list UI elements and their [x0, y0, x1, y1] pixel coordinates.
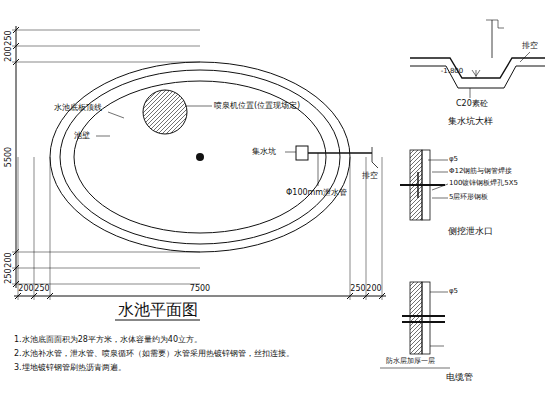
leader-label: 水池底板顶线 — [54, 104, 102, 113]
leader-label: Φ12钢筋与钢管焊接 — [449, 168, 512, 176]
dimension: 250 — [34, 285, 49, 294]
drawing-title: 水池平面图 — [118, 301, 198, 319]
leader-label: 防水层加厚一层 — [386, 358, 435, 366]
dimension: 7500 — [190, 285, 210, 294]
leader-label: 喷泉机位置(位置现场定) — [214, 102, 300, 111]
leader-label: 排空 — [522, 42, 538, 51]
note: 1.水池底面面积为28平方米，水体容量约为40立方。 — [14, 336, 202, 345]
leader-label: C20素砼 — [456, 100, 488, 109]
leader-label: φ5 — [449, 288, 458, 296]
detail-title: 集水坑大样 — [448, 117, 493, 127]
note: 3.埋地镀锌钢管刷热沥青两遍。 — [14, 364, 126, 373]
leader-label: 排空 — [362, 172, 378, 181]
dimension: 5500 — [5, 147, 14, 167]
detail-title: 电缆管 — [446, 373, 473, 383]
dimension: 200 — [18, 285, 33, 294]
dimension: 200 — [5, 46, 14, 61]
leader-label: 100镀锌钢板焊孔5X5 — [449, 180, 518, 188]
elevation: -1.800 — [441, 68, 464, 76]
leader-label: 池壁 — [74, 132, 90, 141]
leader-label: Φ100mm泄水管 — [286, 189, 347, 198]
note: 2.水池补水管，泄水管、喷泉循环（如需要）水管采用热镀锌钢管，丝扣连接。 — [14, 350, 294, 359]
leader-label: 5层环形钢板 — [449, 194, 488, 202]
dimension: 200 — [5, 252, 14, 267]
dimension: 200 — [366, 285, 381, 294]
dimension: 250 — [350, 285, 365, 294]
leader-label: 集水坑 — [252, 148, 276, 157]
leader-label: φ5 — [449, 156, 458, 164]
dimension: 250 — [5, 30, 14, 45]
dimension: 250 — [5, 268, 14, 283]
detail-title: 侧挖泄水口 — [448, 227, 493, 237]
